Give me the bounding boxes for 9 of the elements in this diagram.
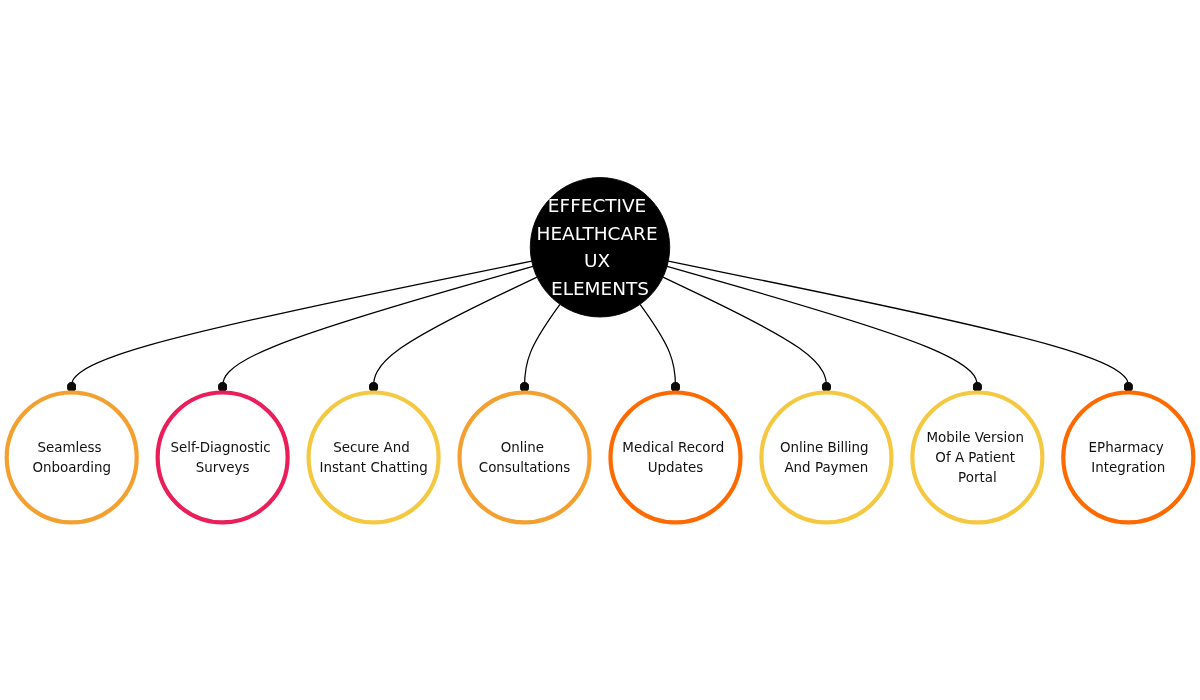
node-circle: Mobile Version Of A Patient Portal (910, 390, 1045, 525)
node-circle: Online Consultations (457, 390, 592, 525)
node-circle: EFFECTIVE HEALTHCARE UX ELEMENTS (529, 177, 671, 318)
node-circle: Seamless Onboarding (4, 390, 139, 525)
node-circle: Online Billing And Paymen (759, 390, 894, 525)
node-circle: Secure And Instant Chatting (306, 390, 441, 525)
node-circle: EPharmacy Integration (1061, 390, 1196, 525)
node-circle: Self-Diagnostic Surveys (155, 390, 290, 525)
node-circle: Medical Record Updates (608, 390, 743, 525)
